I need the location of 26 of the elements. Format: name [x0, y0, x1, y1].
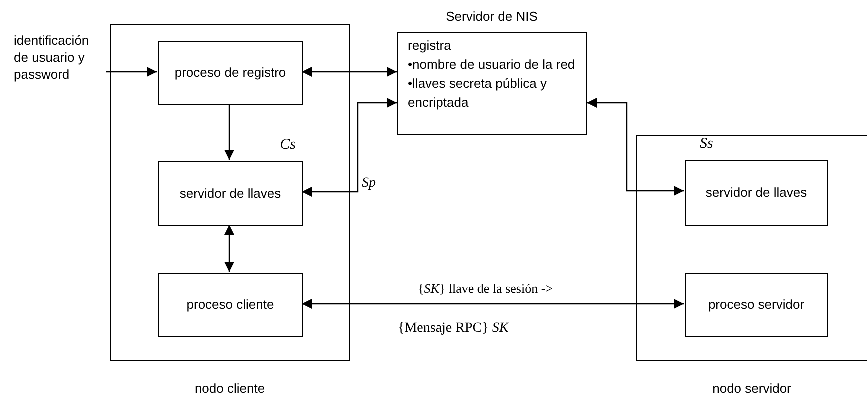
- node-caption: nodo cliente: [194, 380, 266, 398]
- node-caption: nodo servidor: [712, 380, 792, 398]
- arrow: [302, 67, 397, 77]
- annotation-label: {Mensaje RPC} SK: [398, 320, 509, 338]
- server-title: Servidor de NIS: [445, 8, 539, 26]
- arrow: [106, 67, 157, 77]
- arrow: [302, 98, 397, 197]
- process-label: servidor de llaves: [180, 184, 282, 202]
- process-box: [158, 41, 303, 105]
- annotation-label: Ss: [700, 135, 714, 153]
- input-text: identificación de usuario y password: [14, 32, 106, 86]
- annotation-label: Sp: [362, 175, 376, 193]
- list-item: •llaves secreta pública y encriptada: [408, 75, 548, 112]
- process-label: proceso servidor: [708, 296, 805, 314]
- arrow: [302, 299, 684, 309]
- arrow: [224, 104, 234, 160]
- list-item: registra: [408, 37, 452, 55]
- process-label: proceso cliente: [186, 296, 274, 314]
- list-item: •nombre de usuario de la red: [408, 56, 576, 74]
- arrow: [224, 225, 234, 272]
- arrow: [587, 98, 684, 196]
- annotation-label: Cs: [280, 136, 296, 154]
- process-box: [158, 273, 303, 337]
- process-label: servidor de llaves: [706, 184, 808, 202]
- process-box: [685, 273, 828, 337]
- process-label: proceso de registro: [174, 64, 286, 82]
